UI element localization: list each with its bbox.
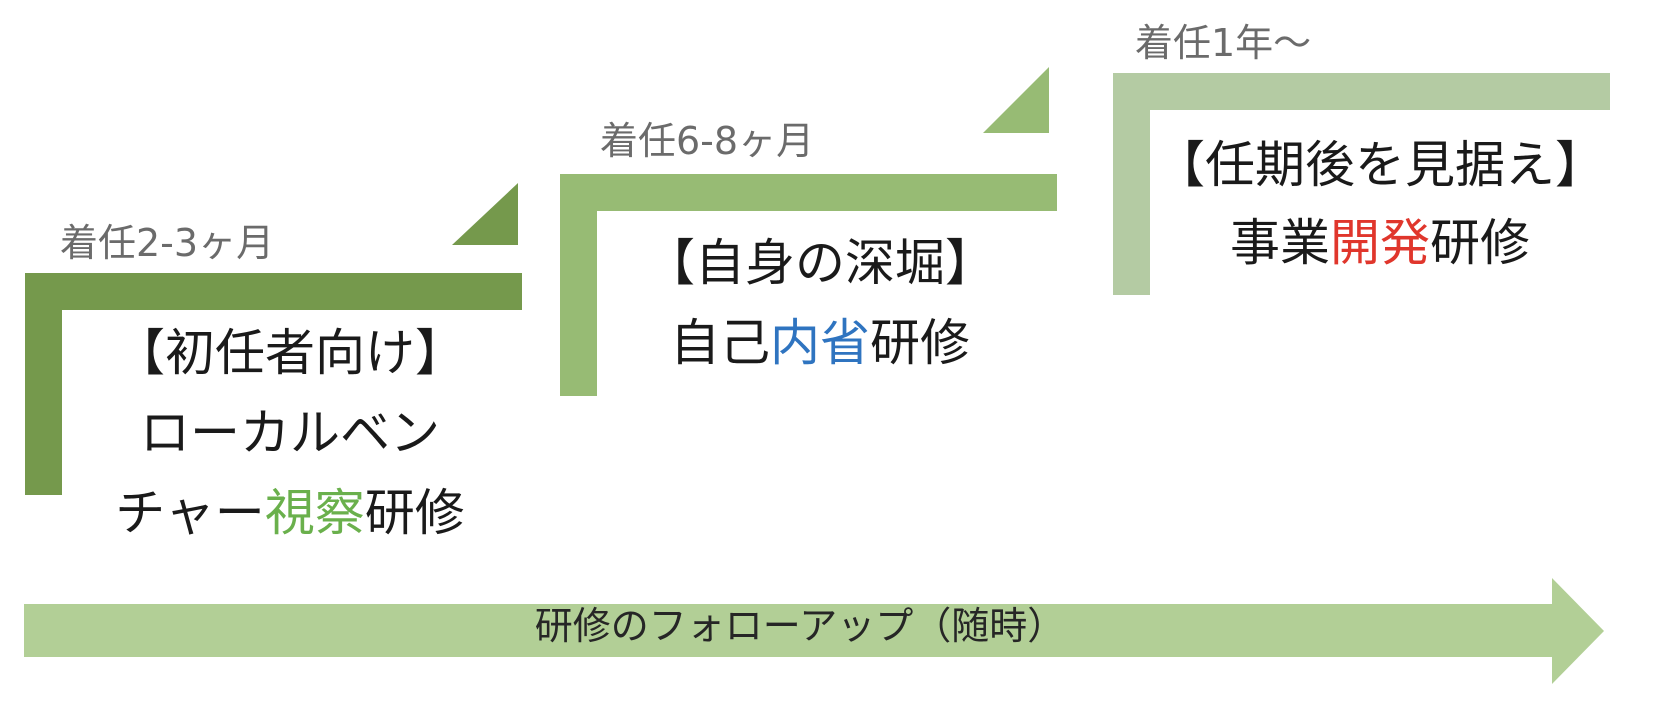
stage-3-bracket-top [1113, 73, 1610, 110]
step-up-triangle-1 [452, 183, 518, 245]
stage-1-title: 【初任者向け】 [115, 324, 465, 382]
stage-3-bracket-side [1113, 73, 1150, 295]
line-segment: 研修 [870, 314, 970, 372]
followup-label: 研修のフォローアップ（随時） [534, 604, 1066, 648]
stage-1-period: 着任2-3ヶ月 [60, 221, 275, 265]
followup-arrow [24, 578, 1604, 684]
line-segment: 研修 [1430, 214, 1530, 272]
stage-3-line-1: 事業開発研修 [1140, 218, 1620, 268]
step-up-triangle-2 [983, 67, 1049, 133]
stage-1-bracket-top [25, 273, 522, 310]
stage-2-bracket-top [560, 174, 1057, 211]
highlight-word: 視察 [264, 484, 365, 542]
highlight-word: 開発 [1330, 214, 1430, 272]
stage-3-period: 着任1年～ [1135, 21, 1312, 65]
line-segment: 研修 [364, 484, 465, 542]
line-segment: ローカルベン [140, 404, 440, 462]
stage-1-line-2: チャー視察研修 [85, 488, 495, 538]
stage-2-line-1: 自己内省研修 [610, 318, 1030, 368]
line-segment: 自己 [670, 314, 770, 372]
line-segment: 事業 [1230, 214, 1330, 272]
highlight-word: 内省 [770, 314, 870, 372]
stage-1-line-1: ローカルベン [85, 408, 495, 458]
stage-2-title: 【自身の深堀】 [645, 234, 995, 292]
line-segment: チャー [115, 484, 265, 542]
stage-2-bracket-side [560, 174, 597, 396]
stage-3-title: 【任期後を見据え】 [1155, 136, 1605, 194]
stage-1-bracket-side [25, 273, 62, 495]
stage-2-period: 着任6-8ヶ月 [600, 119, 815, 163]
